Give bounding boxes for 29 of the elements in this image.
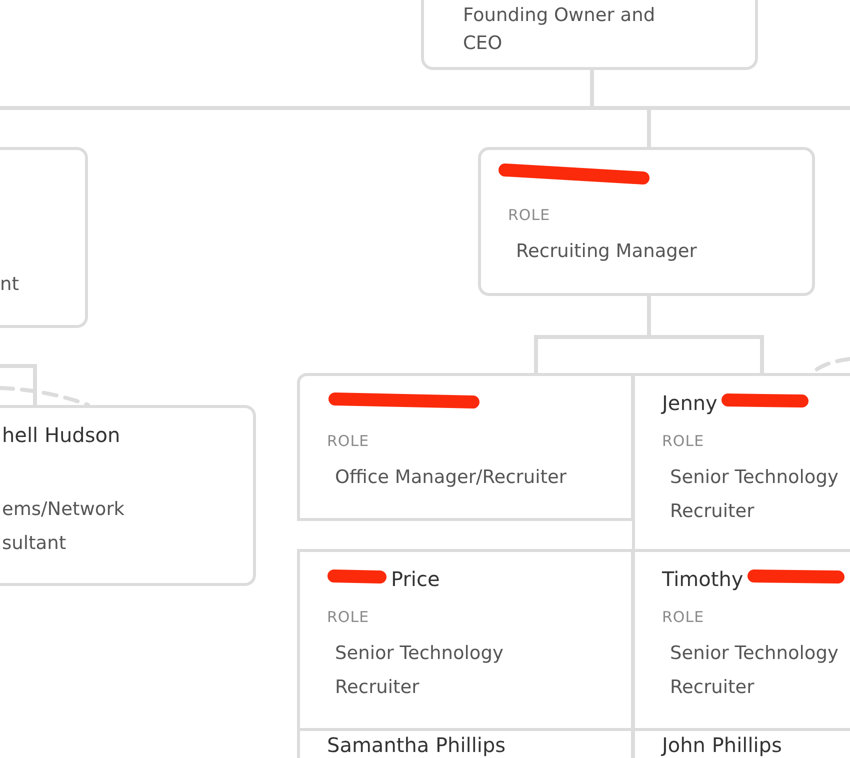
person-card bbox=[297, 549, 634, 731]
job-title: ems/Network sultant bbox=[2, 498, 126, 556]
person-card bbox=[421, 0, 758, 70]
person-name: hell Hudson bbox=[2, 422, 120, 448]
job-title: Senior Technology Recruiter bbox=[335, 642, 504, 700]
person-card bbox=[478, 147, 815, 296]
job-title: nt bbox=[0, 273, 19, 297]
field-label: ROLE bbox=[327, 432, 370, 450]
job-title: Recruiting Manager bbox=[516, 240, 697, 264]
person-card bbox=[297, 728, 634, 758]
field-label: ROLE bbox=[327, 608, 370, 626]
field-label: ROLE bbox=[662, 608, 704, 626]
person-card bbox=[0, 405, 256, 586]
job-title: Senior Technology Recruiter bbox=[670, 642, 840, 700]
job-title: Senior Technology Recruiter bbox=[670, 466, 840, 524]
person-name: Price bbox=[391, 566, 440, 592]
person-card bbox=[632, 373, 850, 552]
person-card bbox=[297, 373, 634, 521]
job-title: Founding Owner and CEO bbox=[463, 4, 656, 56]
field-label: ROLE bbox=[662, 432, 704, 450]
dashed-connector-line bbox=[0, 386, 90, 407]
job-title: Office Manager/Recruiter bbox=[335, 466, 566, 490]
field-label: ROLE bbox=[508, 206, 550, 224]
person-card bbox=[0, 147, 88, 328]
person-name: Samantha Phillips bbox=[327, 732, 506, 758]
person-name: John Phillips bbox=[662, 732, 782, 758]
person-name: Jenny bbox=[662, 390, 718, 416]
connector-line bbox=[0, 364, 37, 405]
person-name: Timothy bbox=[662, 566, 744, 592]
